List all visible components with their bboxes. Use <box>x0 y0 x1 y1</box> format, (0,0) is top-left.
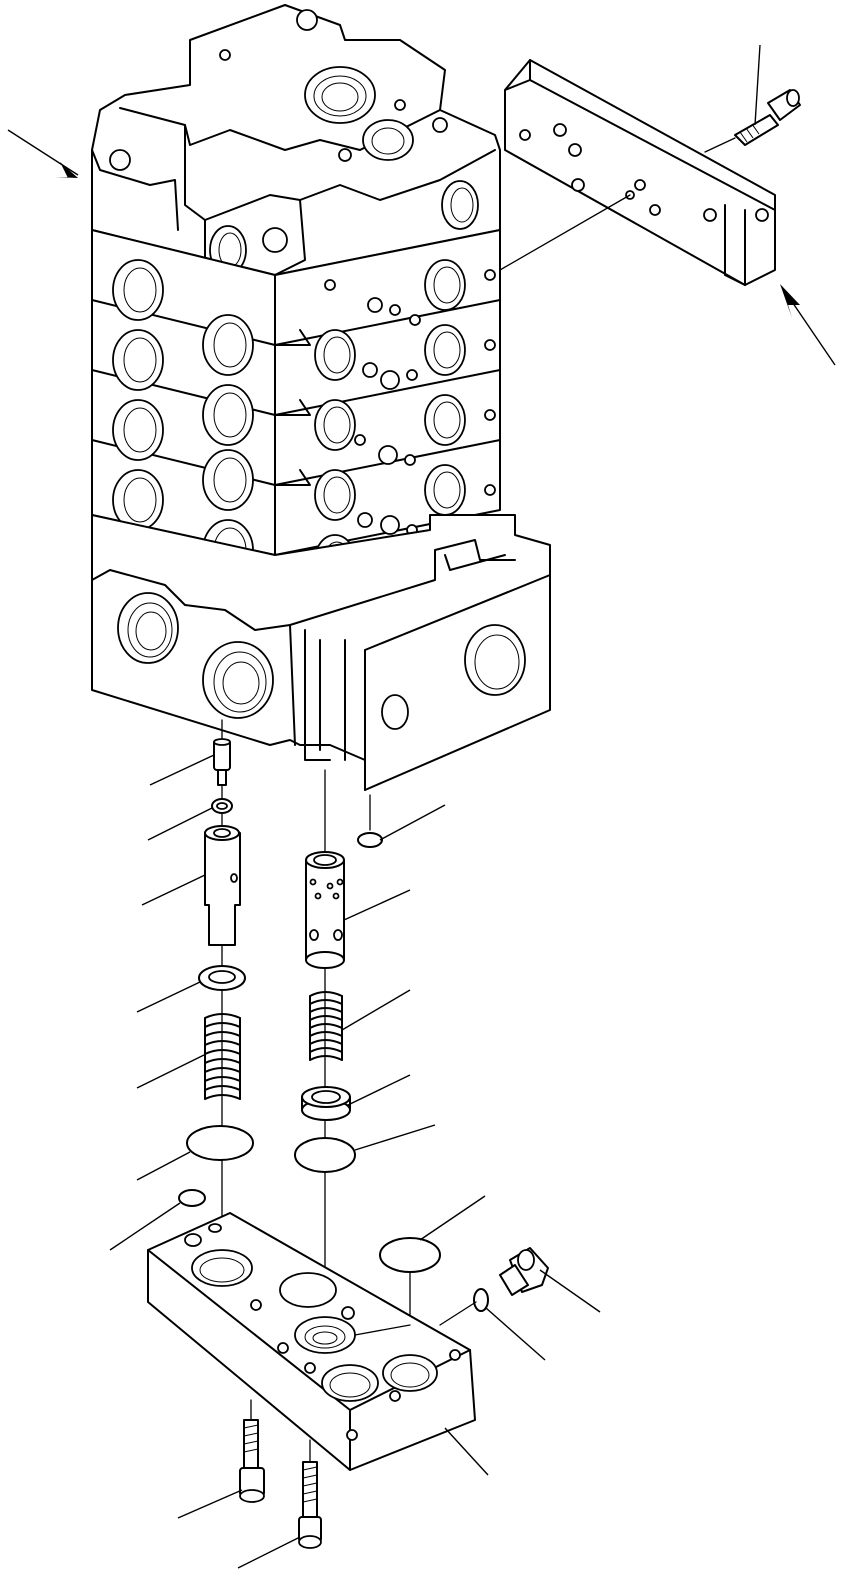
o-ring-large-left <box>186 1125 254 1161</box>
side-plate-bolt <box>734 89 801 146</box>
spring-right <box>309 991 343 1061</box>
direction-arrow-left <box>7 129 79 178</box>
leader-lines <box>109 754 601 1569</box>
cover-bolt-right <box>298 1461 322 1549</box>
pilot-pin <box>213 738 231 786</box>
o-ring-small-left <box>178 1189 206 1207</box>
bottom-cover-plate <box>147 1212 476 1471</box>
plug <box>499 1247 549 1296</box>
poppet-sleeve <box>204 825 241 946</box>
spring-left <box>204 1013 241 1100</box>
cover-bolt-left <box>239 1419 265 1503</box>
small-washer <box>211 798 233 814</box>
spring-seat-left <box>198 965 246 991</box>
section-ports-left <box>112 259 254 581</box>
spring-seat-right <box>301 1086 351 1121</box>
section-ports-right <box>314 259 496 586</box>
leader-bolt <box>754 44 761 126</box>
side-plate-leader <box>499 194 631 271</box>
o-ring-plug <box>473 1288 489 1312</box>
control-valve-body <box>91 4 551 791</box>
side-plate <box>504 59 776 286</box>
o-ring-large-right <box>294 1137 356 1173</box>
o-ring-small-top <box>357 832 383 848</box>
perforated-sleeve <box>305 851 345 969</box>
o-ring-cover <box>379 1237 441 1273</box>
direction-arrow-right <box>780 284 836 366</box>
